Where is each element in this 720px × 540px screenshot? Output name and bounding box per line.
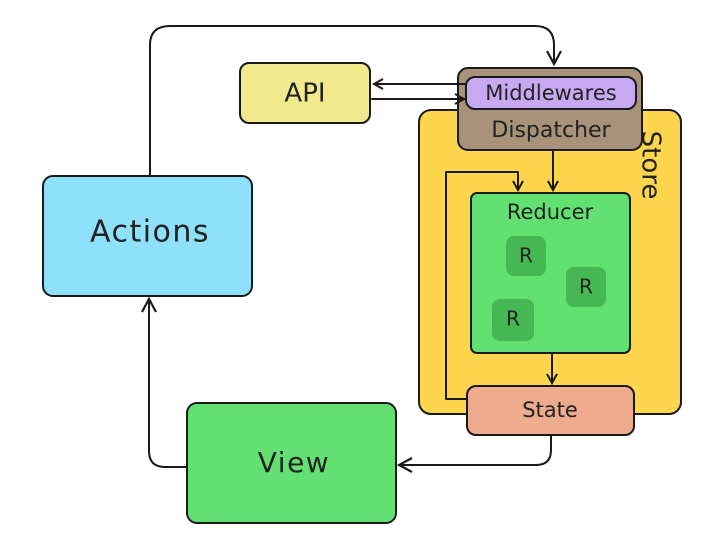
arrow-state-to-reducer (445, 171, 518, 400)
actions-label: Actions (90, 215, 210, 250)
reducer-item-box (506, 236, 546, 276)
dispatcher-label: Dispatcher (491, 118, 611, 143)
api-box (239, 62, 371, 124)
arrow-view-to-actions (149, 299, 188, 468)
actions-box (42, 175, 253, 297)
arrow-actions-to-dispatcher (149, 25, 554, 177)
middlewares-label: Middlewares (485, 81, 616, 105)
view-box (186, 402, 397, 524)
reducer-item-label: R (519, 244, 533, 268)
reducer-item-box (492, 299, 534, 341)
state-label: State (522, 398, 578, 422)
middlewares-box (465, 76, 637, 110)
arrow-state-to-view (399, 434, 552, 465)
view-label: View (258, 446, 330, 479)
api-label: API (284, 79, 325, 109)
reducer-item-label: R (579, 275, 593, 299)
reducer-item-label: R (506, 307, 520, 331)
reducer-item-box (566, 267, 606, 307)
reducer-label: Reducer (507, 200, 594, 224)
